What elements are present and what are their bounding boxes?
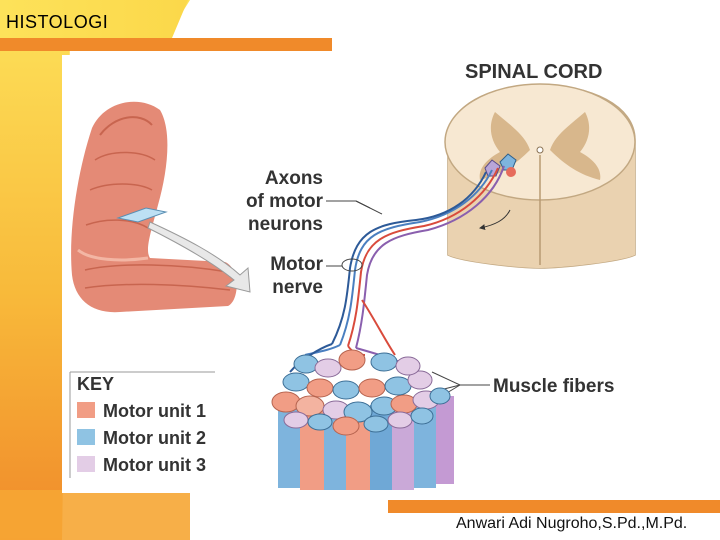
key-item-2: Motor unit 2 (103, 428, 206, 448)
key-swatch-2 (77, 429, 95, 445)
motor-nerve-label-line-1: Motor (270, 254, 323, 275)
nerve-cross-section (341, 258, 363, 272)
key-title: KEY (77, 374, 114, 394)
spinal-cord-label: SPINAL CORD (465, 61, 602, 83)
muscle-fiber-bundle (271, 349, 454, 490)
axons-label-line-1: Axons (265, 168, 323, 189)
key-item-3: Motor unit 3 (103, 455, 206, 475)
axons-label-line-3: neurons (248, 214, 323, 235)
motor-nerve-label-line-2: nerve (272, 277, 323, 298)
spinal-cord-illustration (444, 83, 636, 269)
muscle-fibers-label: Muscle fibers (493, 376, 614, 397)
key-legend: KEY Motor unit 1 Motor unit 2 Motor unit… (69, 371, 215, 478)
arm-illustration (71, 101, 251, 313)
author-credit: Anwari Adi Nugroho,S.Pd.,M.Pd. (456, 515, 688, 532)
key-swatch-1 (77, 402, 95, 418)
key-item-1: Motor unit 1 (103, 401, 206, 421)
axons-label-line-2: of motor (246, 191, 324, 212)
key-swatch-3 (77, 456, 95, 472)
slide-title: HISTOLOGI (6, 12, 109, 32)
